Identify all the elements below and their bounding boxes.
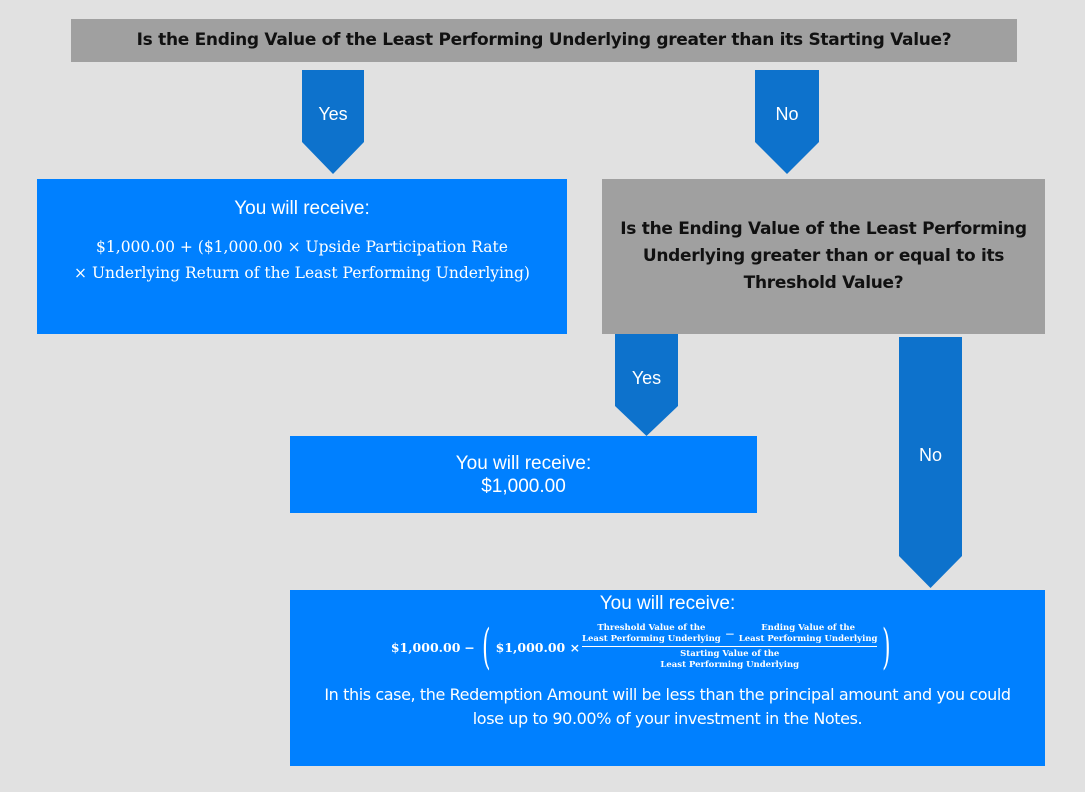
down-arrow-icon (302, 70, 364, 174)
outcome-upside-formula-line1: $1,000.00 + ($1,000.00 × Upside Particip… (96, 238, 508, 256)
arrow-q1-yes: Yes (302, 70, 364, 174)
formula-principal-times: $1,000.00 × (495, 639, 581, 655)
formula-fraction: Threshold Value of the Least Performing … (582, 623, 878, 671)
numerator-term1-line2: Least Performing Underlying (582, 634, 721, 644)
numerator-term-threshold: Threshold Value of the Least Performing … (582, 623, 721, 645)
outcome-par-amount: $1,000.00 (481, 475, 566, 497)
arrow-q1-no-label: No (775, 104, 799, 124)
outcome-upside-heading: You will receive: (234, 198, 370, 219)
arrow-q2-no-label: No (918, 445, 942, 465)
question-2-line1: Is the Ending Value of the Least Perform… (620, 219, 1027, 239)
loss-formula: $1,000.00 − ( $1,000.00 × Threshold Valu… (391, 623, 896, 671)
outcome-par-box: You will receive: $1,000.00 (290, 436, 757, 513)
formula-principal: $1,000.00 (390, 639, 461, 655)
numerator-term1-line1: Threshold Value of the (597, 623, 706, 633)
formula-minus: − (464, 639, 475, 655)
arrow-q2-yes-label: Yes (631, 368, 662, 388)
question-2-line2: Underlying greater than or equal to its (642, 246, 1005, 266)
outcome-par-heading: You will receive: (455, 452, 592, 474)
question-1-box: Is the Ending Value of the Least Perform… (71, 19, 1017, 62)
down-arrow-icon (755, 70, 819, 174)
arrow-q1-yes-label: Yes (318, 104, 348, 124)
formula-denominator: Starting Value of the Least Performing U… (660, 647, 799, 671)
arrow-q1-no: No (755, 70, 819, 174)
down-arrow-icon (615, 334, 678, 436)
numerator-minus: − (724, 626, 735, 641)
outcome-upside-box: You will receive: $1,000.00 + ($1,000.00… (37, 179, 567, 334)
formula-open-paren: ( (482, 619, 491, 675)
formula-close-paren: ) (882, 619, 892, 675)
arrow-q2-yes: Yes (615, 334, 678, 436)
outcome-loss-box: You will receive: $1,000.00 − ( $1,000.0… (290, 590, 1045, 766)
question-2-box: Is the Ending Value of the Least Perform… (602, 179, 1045, 334)
numerator-term2-line1: Ending Value of the (761, 623, 856, 633)
outcome-loss-note-line2: lose up to 90.00% of your investment in … (472, 709, 863, 728)
question-1-text: Is the Ending Value of the Least Perform… (136, 30, 952, 50)
numerator-term2-line2: Least Performing Underlying (738, 634, 878, 644)
denominator-line1: Starting Value of the (680, 649, 780, 659)
denominator-line2: Least Performing Underlying (660, 660, 800, 670)
arrow-q2-no: No (899, 337, 962, 588)
outcome-loss-note-line1: In this case, the Redemption Amount will… (324, 685, 1011, 704)
question-2-line3: Threshold Value? (743, 273, 904, 293)
numerator-term-ending: Ending Value of the Least Performing Und… (739, 623, 878, 645)
formula-numerator: Threshold Value of the Least Performing … (582, 623, 878, 647)
down-arrow-icon (899, 337, 962, 588)
outcome-upside-formula-line2: × Underlying Return of the Least Perform… (74, 264, 530, 282)
outcome-loss-heading: You will receive: (599, 593, 736, 614)
